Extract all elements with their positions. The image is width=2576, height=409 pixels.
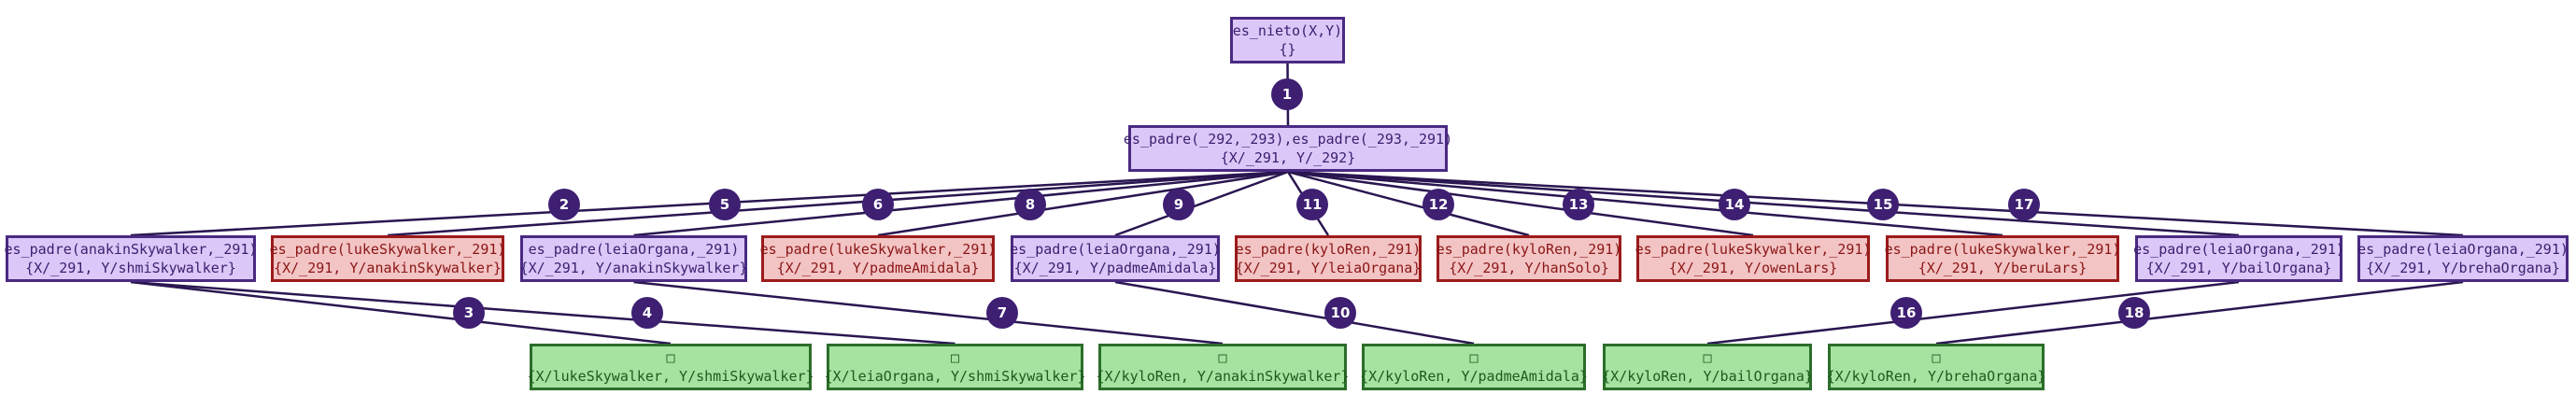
node-goal-label: es_padre(leiaOrgana,_291) bbox=[2357, 241, 2569, 258]
empty-clause-label: □ bbox=[1469, 349, 1479, 366]
level2-node-3: es_padre(leiaOrgana,_291) {X/_291, Y/ana… bbox=[520, 235, 747, 282]
edge-step-5 bbox=[387, 170, 1289, 237]
step-badge-15: 15 bbox=[1867, 189, 1899, 220]
edge-step-6 bbox=[633, 170, 1289, 237]
node-goal-label: es_padre(lukeSkywalker,_291) bbox=[1635, 241, 1872, 258]
step-badge-17: 17 bbox=[2008, 189, 2040, 220]
success-node-4: □ {X/kyloRen, Y/padmeAmidala} bbox=[1360, 344, 1588, 390]
level2-node-6: es_padre(kyloRen,_291) {X/_291, Y/leiaOr… bbox=[1235, 235, 1422, 282]
level2-node-9: es_padre(lukeSkywalker,_291) {X/_291, Y/… bbox=[1884, 235, 2121, 282]
empty-clause-label: □ bbox=[1218, 349, 1227, 366]
node-goal-label: es_padre(lukeSkywalker,_291) bbox=[1884, 241, 2121, 258]
edge-step-4 bbox=[130, 280, 955, 346]
level2-node-5: es_padre(leiaOrgana,_291) {X/_291, Y/pad… bbox=[1010, 235, 1221, 282]
node-subst-label: {X/_291, Y/owenLars} bbox=[1668, 260, 1838, 276]
edge-step-12 bbox=[1287, 170, 1530, 237]
success-node-1: □ {X/lukeSkywalker, Y/shmiSkywalker} bbox=[527, 344, 814, 390]
node-subst-label: {} bbox=[1279, 41, 1296, 58]
node-subst-label: {X/_291, Y/padmeAmidala} bbox=[1013, 260, 1217, 276]
edge-step-14 bbox=[1287, 170, 2003, 237]
level1-goal-node: es_padre(_292,_293),es_padre(_293,_291) … bbox=[1124, 125, 1452, 172]
node-subst-label: {X/_291, Y/beruLars} bbox=[1918, 260, 2088, 276]
success-node-6: □ {X/kyloRen, Y/brehaOrgana} bbox=[1826, 344, 2046, 390]
level2-node-7: es_padre(kyloRen,_291) {X/_291, Y/hanSol… bbox=[1437, 235, 1621, 282]
step-badge-12: 12 bbox=[1422, 189, 1454, 220]
node-subst-label: {X/kyloRen, Y/padmeAmidala} bbox=[1360, 368, 1588, 385]
empty-clause-label: □ bbox=[1703, 349, 1712, 366]
node-goal-label: es_padre(lukeSkywalker,_291) bbox=[759, 241, 997, 258]
step-badge-18: 18 bbox=[2118, 297, 2150, 329]
empty-clause-label: □ bbox=[666, 349, 675, 366]
edge-step-13 bbox=[1287, 170, 1754, 237]
step-badge-1: 1 bbox=[1271, 78, 1303, 110]
edge-step-15 bbox=[1287, 170, 2240, 237]
success-node-5: □ {X/kyloRen, Y/bailOrgana} bbox=[1602, 344, 1813, 390]
step-badge-8: 8 bbox=[1014, 189, 1046, 220]
node-subst-label: {X/_291, Y/padmeAmidala} bbox=[776, 260, 980, 276]
node-subst-label: {X/_291, Y/leiaOrgana} bbox=[1235, 260, 1422, 276]
empty-clause-label: □ bbox=[1932, 349, 1941, 366]
step-badge-5: 5 bbox=[709, 189, 741, 220]
step-badge-10: 10 bbox=[1324, 297, 1356, 329]
step-badge-16: 16 bbox=[1890, 297, 1922, 329]
node-subst-label: {X/_291, Y/anakinSkywalker} bbox=[274, 260, 502, 276]
node-goal-label: es_padre(lukeSkywalker,_291) bbox=[269, 241, 506, 258]
step-badge-3: 3 bbox=[453, 297, 485, 329]
level2-node-1: es_padre(anakinSkywalker,_291) {X/_291, … bbox=[4, 235, 258, 282]
node-subst-label: {X/_291, Y/shmiSkywalker} bbox=[25, 260, 236, 276]
node-subst-label: {X/lukeSkywalker, Y/shmiSkywalker} bbox=[527, 368, 814, 385]
node-subst-label: {X/kyloRen, Y/anakinSkywalker} bbox=[1096, 368, 1350, 385]
step-badge-2: 2 bbox=[548, 189, 580, 220]
step-badge-14: 14 bbox=[1719, 189, 1750, 220]
node-subst-label: {X/_291, Y/bailOrgana} bbox=[2145, 260, 2332, 276]
level2-node-4: es_padre(lukeSkywalker,_291) {X/_291, Y/… bbox=[759, 235, 997, 282]
level2-node-10: es_padre(leiaOrgana,_291) {X/_291, Y/bai… bbox=[2133, 235, 2344, 282]
root-goal-node: es_nieto(X,Y) {} bbox=[1230, 17, 1345, 63]
level2-node-8: es_padre(lukeSkywalker,_291) {X/_291, Y/… bbox=[1635, 235, 1872, 282]
node-subst-label: {X/_291, Y/anakinSkywalker} bbox=[519, 260, 748, 276]
node-goal-label: es_padre(anakinSkywalker,_291) bbox=[4, 241, 258, 258]
node-subst-label: {X/_291, Y/hanSolo} bbox=[1449, 260, 1609, 276]
empty-clause-label: □ bbox=[950, 349, 960, 366]
edge-step-3 bbox=[130, 280, 672, 346]
step-badge-9: 9 bbox=[1163, 189, 1195, 220]
edge-step-10 bbox=[1114, 280, 1475, 346]
step-badge-7: 7 bbox=[986, 297, 1018, 329]
edge-step-16 bbox=[1706, 280, 2240, 346]
success-node-2: □ {X/leiaOrgana, Y/shmiSkywalker} bbox=[824, 344, 1086, 390]
node-goal-label: es_nieto(X,Y) bbox=[1232, 22, 1343, 39]
node-goal-label: es_padre(kyloRen,_291) bbox=[1436, 241, 1622, 258]
node-subst-label: {X/leiaOrgana, Y/shmiSkywalker} bbox=[824, 368, 1086, 385]
node-subst-label: {X/kyloRen, Y/bailOrgana} bbox=[1602, 368, 1813, 385]
edge-step-9 bbox=[1114, 170, 1289, 237]
success-node-3: □ {X/kyloRen, Y/anakinSkywalker} bbox=[1096, 344, 1350, 390]
edge-step-18 bbox=[1935, 280, 2464, 346]
level2-node-2: es_padre(lukeSkywalker,_291) {X/_291, Y/… bbox=[269, 235, 506, 282]
step-badge-13: 13 bbox=[1563, 189, 1594, 220]
step-badge-11: 11 bbox=[1296, 189, 1328, 220]
node-goal-label: es_padre(_292,_293),es_padre(_293,_291) bbox=[1123, 131, 1453, 148]
node-goal-label: es_padre(leiaOrgana,_291) bbox=[2133, 241, 2344, 258]
level2-node-11: es_padre(leiaOrgana,_291) {X/_291, Y/bre… bbox=[2357, 235, 2569, 282]
edge-step-8 bbox=[877, 170, 1289, 237]
step-badge-4: 4 bbox=[631, 297, 663, 329]
node-goal-label: es_padre(leiaOrgana,_291) bbox=[528, 241, 740, 258]
node-subst-label: {X/kyloRen, Y/brehaOrgana} bbox=[1826, 368, 2046, 385]
node-subst-label: {X/_291, Y/_292} bbox=[1220, 149, 1356, 166]
node-goal-label: es_padre(kyloRen,_291) bbox=[1235, 241, 1422, 258]
edge-step-7 bbox=[633, 280, 1224, 346]
step-badge-6: 6 bbox=[862, 189, 894, 220]
node-subst-label: {X/_291, Y/brehaOrgana} bbox=[2366, 260, 2560, 276]
node-goal-label: es_padre(leiaOrgana,_291) bbox=[1010, 241, 1221, 258]
